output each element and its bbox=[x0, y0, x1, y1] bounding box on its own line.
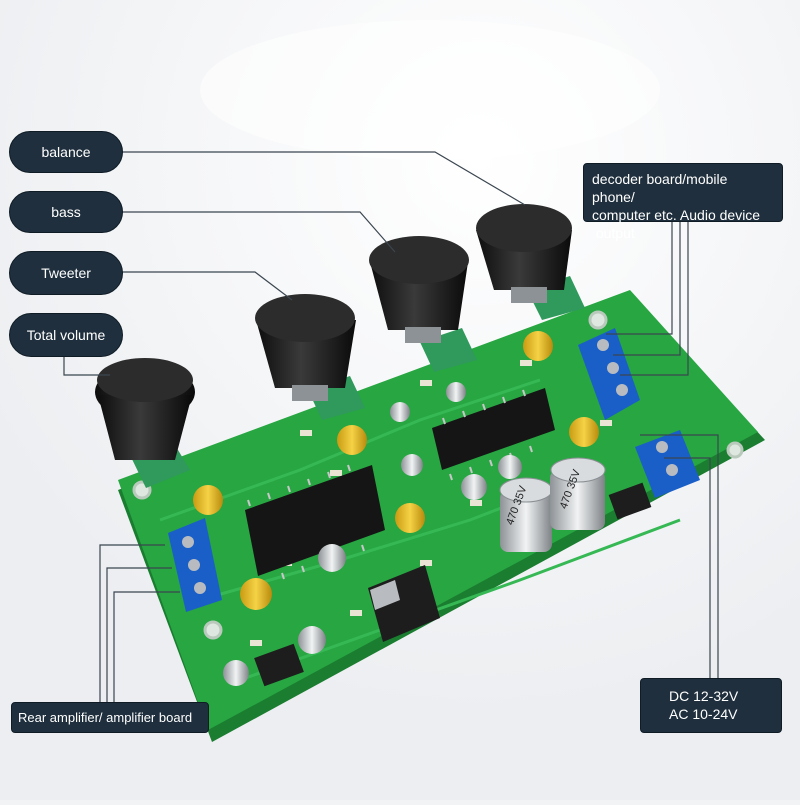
knob-bass[interactable] bbox=[369, 236, 477, 372]
gold-capacitors bbox=[193, 331, 599, 610]
power-line-1: DC 12-32V bbox=[669, 688, 739, 704]
knob-total-volume[interactable] bbox=[95, 358, 195, 488]
diode-bridge bbox=[608, 482, 652, 520]
voltage-regulator bbox=[368, 565, 440, 642]
ic-chip-main bbox=[245, 464, 385, 587]
capacitor-470uf-left: 470 35V bbox=[499, 477, 553, 552]
terminal-input[interactable] bbox=[578, 328, 640, 420]
power-line-2: AC 10-24V bbox=[669, 706, 738, 722]
label-total-volume: Total volume bbox=[9, 313, 123, 357]
knob-balance[interactable] bbox=[476, 204, 585, 320]
knob-tweeter[interactable] bbox=[255, 294, 365, 420]
label-power-input: DC 12-32V AC 10-24V bbox=[640, 678, 782, 733]
label-rear-amplifier: Rear amplifier/ amplifier board bbox=[11, 702, 209, 733]
mosfet bbox=[254, 643, 304, 687]
output-line-1: decoder board/mobile phone/ bbox=[592, 171, 728, 205]
label-balance: balance bbox=[9, 131, 123, 173]
capacitor-470uf-right: 470 35V bbox=[550, 457, 606, 530]
label-output-source: decoder board/mobile phone/ computer etc… bbox=[583, 163, 783, 241]
label-bass: bass bbox=[9, 191, 123, 233]
output-line-2: computer etc. Audio device bbox=[592, 207, 761, 223]
terminal-output[interactable] bbox=[168, 518, 222, 612]
terminal-power[interactable] bbox=[635, 430, 700, 498]
label-tweeter: Tweeter bbox=[9, 251, 123, 295]
small-silver-capacitors bbox=[223, 382, 522, 686]
callout-lines bbox=[63, 151, 719, 702]
output-line-3: output bbox=[592, 225, 635, 241]
